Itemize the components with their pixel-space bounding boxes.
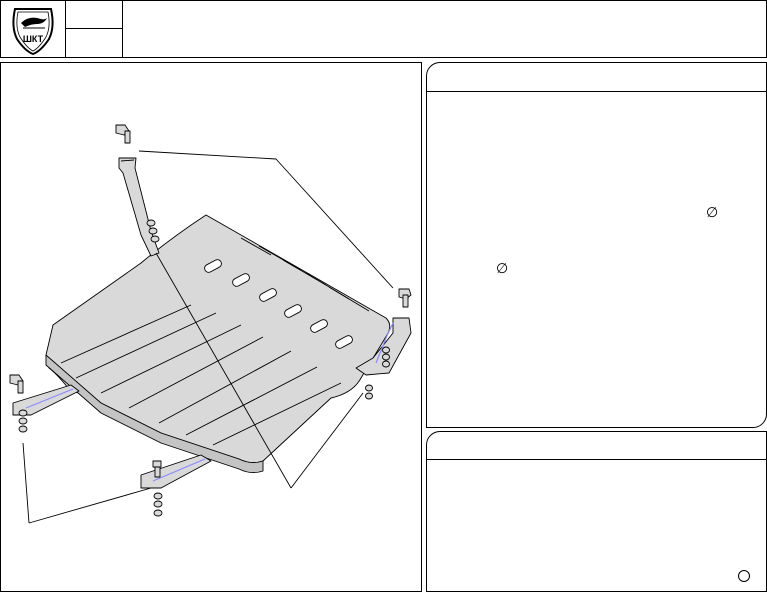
logo-text: ШКТ <box>23 34 44 44</box>
diameter-symbol: ∅ <box>706 204 719 220</box>
kit-panel-header <box>427 432 766 460</box>
code-cell-bottom <box>65 29 123 57</box>
bolt-center <box>152 460 162 478</box>
skid-plate-assembly-drawing <box>9 124 412 524</box>
plate-front-lip <box>45 354 264 474</box>
specification-panel: ∅ ∅ <box>426 62 767 428</box>
diameter-symbol: ∅ <box>496 260 509 276</box>
logo-cell: ШКТ <box>1 1 66 57</box>
bracket-right <box>355 317 412 376</box>
bolt-left <box>9 374 24 394</box>
kit-contents-panel <box>426 431 767 592</box>
spec-panel-header <box>427 63 766 92</box>
bolt-right <box>398 288 412 308</box>
leader-lines <box>22 150 394 524</box>
shield-crest-icon: ШКТ <box>12 8 54 56</box>
drawing-panel <box>0 62 422 592</box>
bolt-top-left <box>115 124 131 144</box>
circle-outline-icon <box>738 570 750 582</box>
title-block: ШКТ <box>0 0 767 58</box>
title-cell <box>123 1 766 57</box>
code-cell-top <box>65 1 123 29</box>
